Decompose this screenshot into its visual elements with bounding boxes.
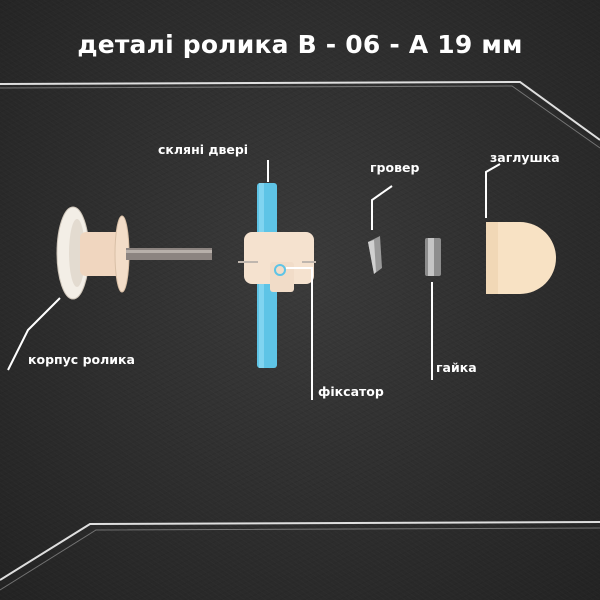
label-cap: заглушка: [490, 150, 560, 165]
label-grover: гровер: [370, 160, 420, 175]
label-fixer: фіксатор: [318, 384, 384, 399]
page-title: деталі ролика B - 06 - A 19 мм: [77, 30, 523, 59]
label-nut: гайка: [436, 360, 477, 375]
end-cap: [486, 222, 556, 294]
callout-fixer: [286, 267, 313, 400]
label-glass-door: скляні двері: [158, 142, 249, 157]
callout-lines: [7, 160, 501, 400]
nut: [425, 238, 441, 276]
callout-body: [7, 297, 61, 371]
frame-lines: [0, 80, 600, 591]
label-roller-body: корпус ролика: [28, 352, 135, 367]
fixer: [238, 232, 316, 292]
grover-washer: [368, 236, 382, 274]
callout-grover: [371, 185, 393, 230]
callout-cap: [485, 163, 501, 218]
roller-body: [56, 206, 212, 300]
